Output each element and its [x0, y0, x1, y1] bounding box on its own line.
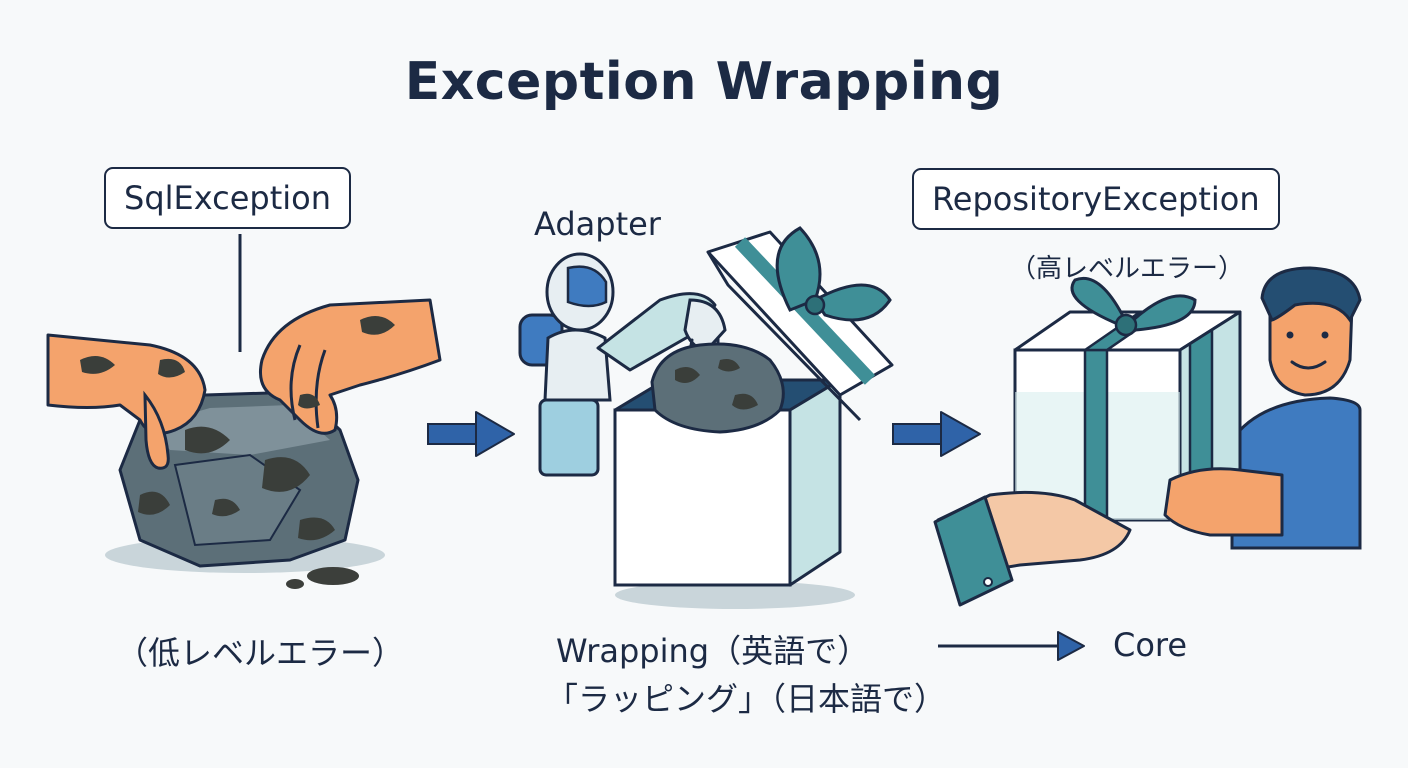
- repositoryexception-label-box: RepositoryException: [912, 168, 1280, 230]
- dirty-rock-illustration: [46, 234, 442, 589]
- sqlexception-label: SqlException: [124, 179, 331, 217]
- wrapping-caption-ja: 「ラッピング」（日本語で）: [546, 680, 947, 718]
- adapter-robot-illustration: [518, 252, 727, 477]
- gift-box-illustration: [933, 266, 1362, 607]
- adapter-label: Adapter: [534, 205, 661, 243]
- bottom-arrow: [938, 631, 1085, 661]
- diagram-title: Exception Wrapping: [404, 52, 1004, 112]
- low-level-error-caption: （低レベルエラー）: [116, 634, 405, 672]
- core-label: Core: [1113, 626, 1188, 664]
- repositoryexception-label: RepositoryException: [932, 180, 1260, 218]
- wrap-box-open: [613, 226, 894, 609]
- sqlexception-label-box: SqlException: [104, 167, 351, 229]
- flow-arrow-1: [427, 411, 515, 457]
- flow-arrow-2: [892, 411, 981, 457]
- high-level-error-sublabel: （高レベルエラー）: [1010, 254, 1245, 284]
- wrapping-caption-en: Wrapping（英語で）: [556, 632, 870, 670]
